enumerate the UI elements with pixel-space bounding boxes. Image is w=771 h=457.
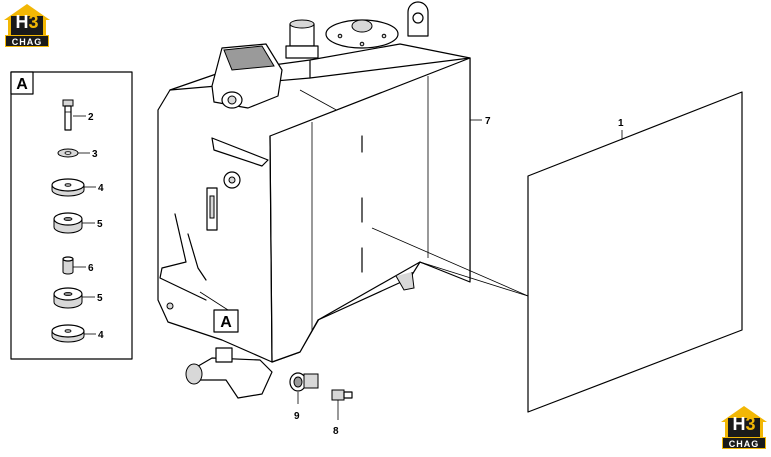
bolt-part	[62, 99, 74, 131]
plate-part-top	[51, 178, 85, 197]
detail-label-box	[10, 71, 34, 95]
logo-mark-h: H	[732, 414, 746, 434]
mount-part-top	[53, 212, 83, 234]
callout-8: 8	[333, 426, 339, 437]
brand-logo-top-left: H3 CHAG	[2, 2, 52, 48]
callout-5-bottom: 5	[97, 293, 103, 304]
logo-mark-3: 3	[745, 414, 756, 434]
sleeve-part	[62, 256, 74, 275]
fitting-part-9	[289, 372, 319, 404]
callout-4-top: 4	[98, 183, 104, 194]
callout-7: 7	[485, 116, 491, 127]
filler-neck-left	[211, 43, 283, 109]
mount-foot	[395, 271, 415, 291]
callout-2: 2	[88, 112, 94, 123]
plate-part-bottom	[51, 324, 85, 343]
tank-cover-7	[269, 57, 471, 363]
detail-label: A	[16, 76, 28, 93]
callout-9: 9	[294, 411, 300, 422]
logo-wordmark: CHAG	[722, 437, 766, 449]
callout-6: 6	[88, 263, 94, 274]
plug-part-8	[331, 389, 353, 420]
callout-1: 1	[618, 118, 624, 129]
top-flange	[325, 19, 399, 49]
washer-part	[57, 148, 79, 158]
panel-part-1	[371, 91, 743, 413]
house-logo-icon	[721, 406, 767, 438]
section-ref-a: A	[199, 291, 239, 333]
callout-5-top: 5	[97, 219, 103, 230]
callout-4-bottom: 4	[98, 330, 104, 341]
lifting-eye	[407, 1, 429, 37]
logo-mark-h: H	[15, 12, 29, 32]
breather-cap	[285, 19, 319, 59]
detail-box-a: A 2 3 4 5	[10, 71, 133, 360]
mount-part-bottom	[53, 287, 83, 309]
drain-elbow	[185, 347, 273, 399]
logo-mark-3: 3	[28, 12, 39, 32]
section-label-a: A	[220, 314, 232, 331]
tank-strap	[159, 213, 207, 301]
logo-wordmark: CHAG	[5, 35, 49, 47]
tank-assembly	[157, 1, 471, 399]
callout-3: 3	[92, 149, 98, 160]
house-logo-icon	[4, 4, 50, 36]
brand-logo-bottom-right: H3 CHAG	[719, 404, 769, 450]
bracket-top	[211, 137, 269, 167]
